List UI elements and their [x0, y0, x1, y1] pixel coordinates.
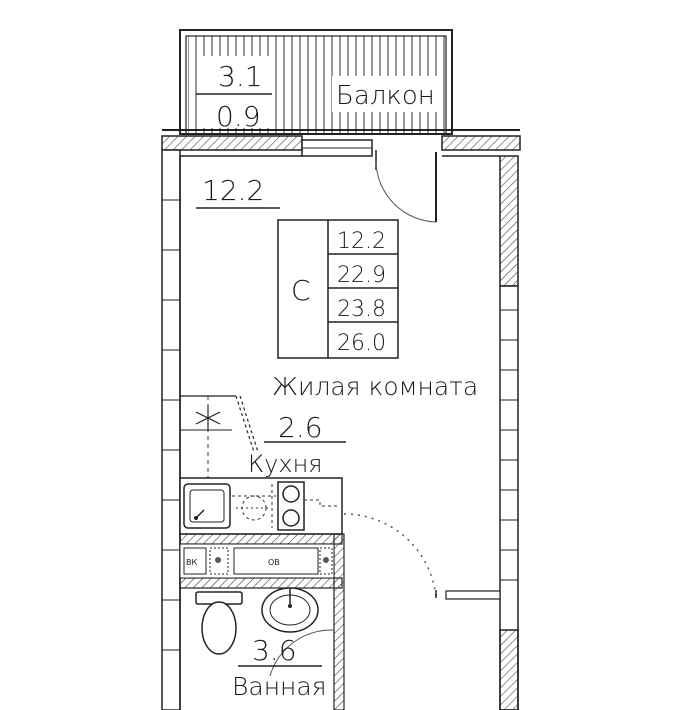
- right-wall-lower: [499, 285, 519, 710]
- bathroom-door: [269, 629, 335, 677]
- washbasin-icon: [261, 587, 319, 633]
- top-wall-left: [161, 135, 303, 151]
- bathroom-wall: ВК ОВ: [179, 533, 345, 710]
- top-wall-right: [441, 135, 521, 151]
- stove-icon: [277, 481, 305, 531]
- living-area: 12.2: [202, 174, 264, 207]
- balcony-label-mask: [200, 56, 272, 128]
- balcony-door: [375, 150, 437, 223]
- kitchen-area: 2.6: [278, 411, 323, 444]
- kitchen-sink-icon: [183, 483, 231, 529]
- legend-value-4: 26.0: [337, 331, 386, 356]
- balcony-label: Балкон: [336, 81, 435, 111]
- legend-value-3: 23.8: [337, 297, 386, 322]
- legend-value-2: 22.9: [337, 263, 386, 288]
- living-label: Жилая комната: [272, 372, 478, 401]
- ventilation-icon: [195, 406, 221, 430]
- kitchen: 2.6 Кухня: [179, 395, 346, 535]
- right-wall: [499, 155, 519, 287]
- entry-door: [343, 513, 501, 600]
- bathroom: 3.6 Ванная: [195, 587, 335, 701]
- bath-label: Ванная: [232, 672, 327, 701]
- balcony-area-top: 3.1: [218, 60, 263, 93]
- boiler-box: [233, 547, 319, 575]
- balcony-label-mask-2: [332, 76, 440, 112]
- balcony-area-bottom: 0.9: [216, 100, 261, 133]
- left-wall-segments: [162, 199, 180, 651]
- balcony-inner-outline: [185, 35, 447, 135]
- left-wall: [161, 149, 181, 710]
- toilet-icon: [195, 591, 243, 655]
- right-wall-segments: [500, 309, 518, 581]
- balcony: 3.1 0.9 Балкон: [179, 29, 453, 135]
- legend-value-1: 12.2: [337, 229, 386, 254]
- right-wall-bottom-hatch: [499, 629, 519, 710]
- boiler-label: ОВ: [268, 558, 280, 567]
- legend-letter: С: [291, 274, 311, 307]
- washer-box: [183, 547, 207, 575]
- walls: [161, 129, 521, 710]
- washer-label: ВК: [186, 558, 197, 567]
- area-legend: С 12.2 22.9 23.8 26.0: [277, 219, 399, 359]
- bath-area: 3.6: [252, 634, 297, 667]
- kitchen-label: Кухня: [248, 450, 322, 478]
